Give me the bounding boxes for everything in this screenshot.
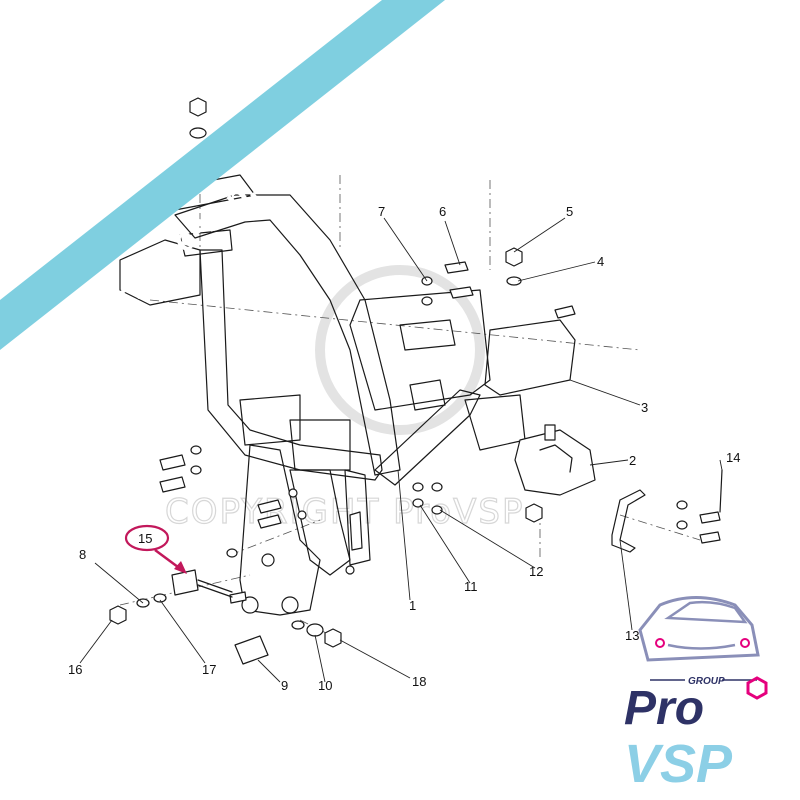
callout-labels: 1 2 3 4 5 6 7 8 9 10 11 12 13 14 15 16 1… bbox=[68, 204, 740, 693]
callout-10: 10 bbox=[318, 678, 332, 693]
callout-8: 8 bbox=[79, 547, 86, 562]
banner-watermark: pro-piece-vsp.com bbox=[0, 0, 445, 350]
fasteners bbox=[109, 97, 723, 665]
callout-16: 16 bbox=[68, 662, 82, 677]
logo-group-text: GROUP bbox=[688, 676, 725, 687]
copyright-watermark: COPYRIGHT ProVSP bbox=[164, 265, 524, 533]
engine-mount-part bbox=[514, 424, 596, 496]
copyright-watermark-text: COPYRIGHT ProVSP bbox=[165, 492, 524, 532]
callout-14: 14 bbox=[726, 450, 740, 465]
car-silhouette-icon bbox=[638, 596, 760, 662]
axis-lines bbox=[119, 175, 701, 641]
provsp-logo: GROUP Pro VSP bbox=[624, 596, 768, 794]
callout-12: 12 bbox=[529, 564, 543, 579]
banner-band bbox=[0, 0, 445, 350]
bushing-part bbox=[234, 635, 269, 665]
callout-15-highlight bbox=[124, 524, 187, 574]
callout-17: 17 bbox=[202, 662, 216, 677]
callout-5: 5 bbox=[566, 204, 573, 219]
callout-7: 7 bbox=[378, 204, 385, 219]
callout-13: 13 bbox=[625, 628, 639, 643]
callout-1: 1 bbox=[409, 598, 416, 613]
callout-2: 2 bbox=[629, 453, 636, 468]
highlight-oval bbox=[124, 524, 170, 552]
callout-4: 4 bbox=[597, 254, 604, 269]
nut-part bbox=[189, 97, 207, 117]
washer-part bbox=[189, 127, 207, 139]
logo-vsp-text: VSP bbox=[624, 734, 733, 794]
callout-15: 15 bbox=[138, 531, 152, 546]
copyright-circle-icon bbox=[315, 265, 485, 435]
callout-9: 9 bbox=[281, 678, 288, 693]
switch-part-15 bbox=[171, 569, 233, 598]
logo-pro-text: Pro bbox=[624, 682, 704, 735]
callout-18: 18 bbox=[412, 674, 426, 689]
callout-11: 11 bbox=[464, 579, 478, 594]
callout-6: 6 bbox=[439, 204, 446, 219]
arrow-head-icon bbox=[174, 561, 187, 574]
leader-lines bbox=[79, 217, 723, 683]
hexagon-icon bbox=[746, 676, 768, 700]
callout-3: 3 bbox=[641, 400, 648, 415]
